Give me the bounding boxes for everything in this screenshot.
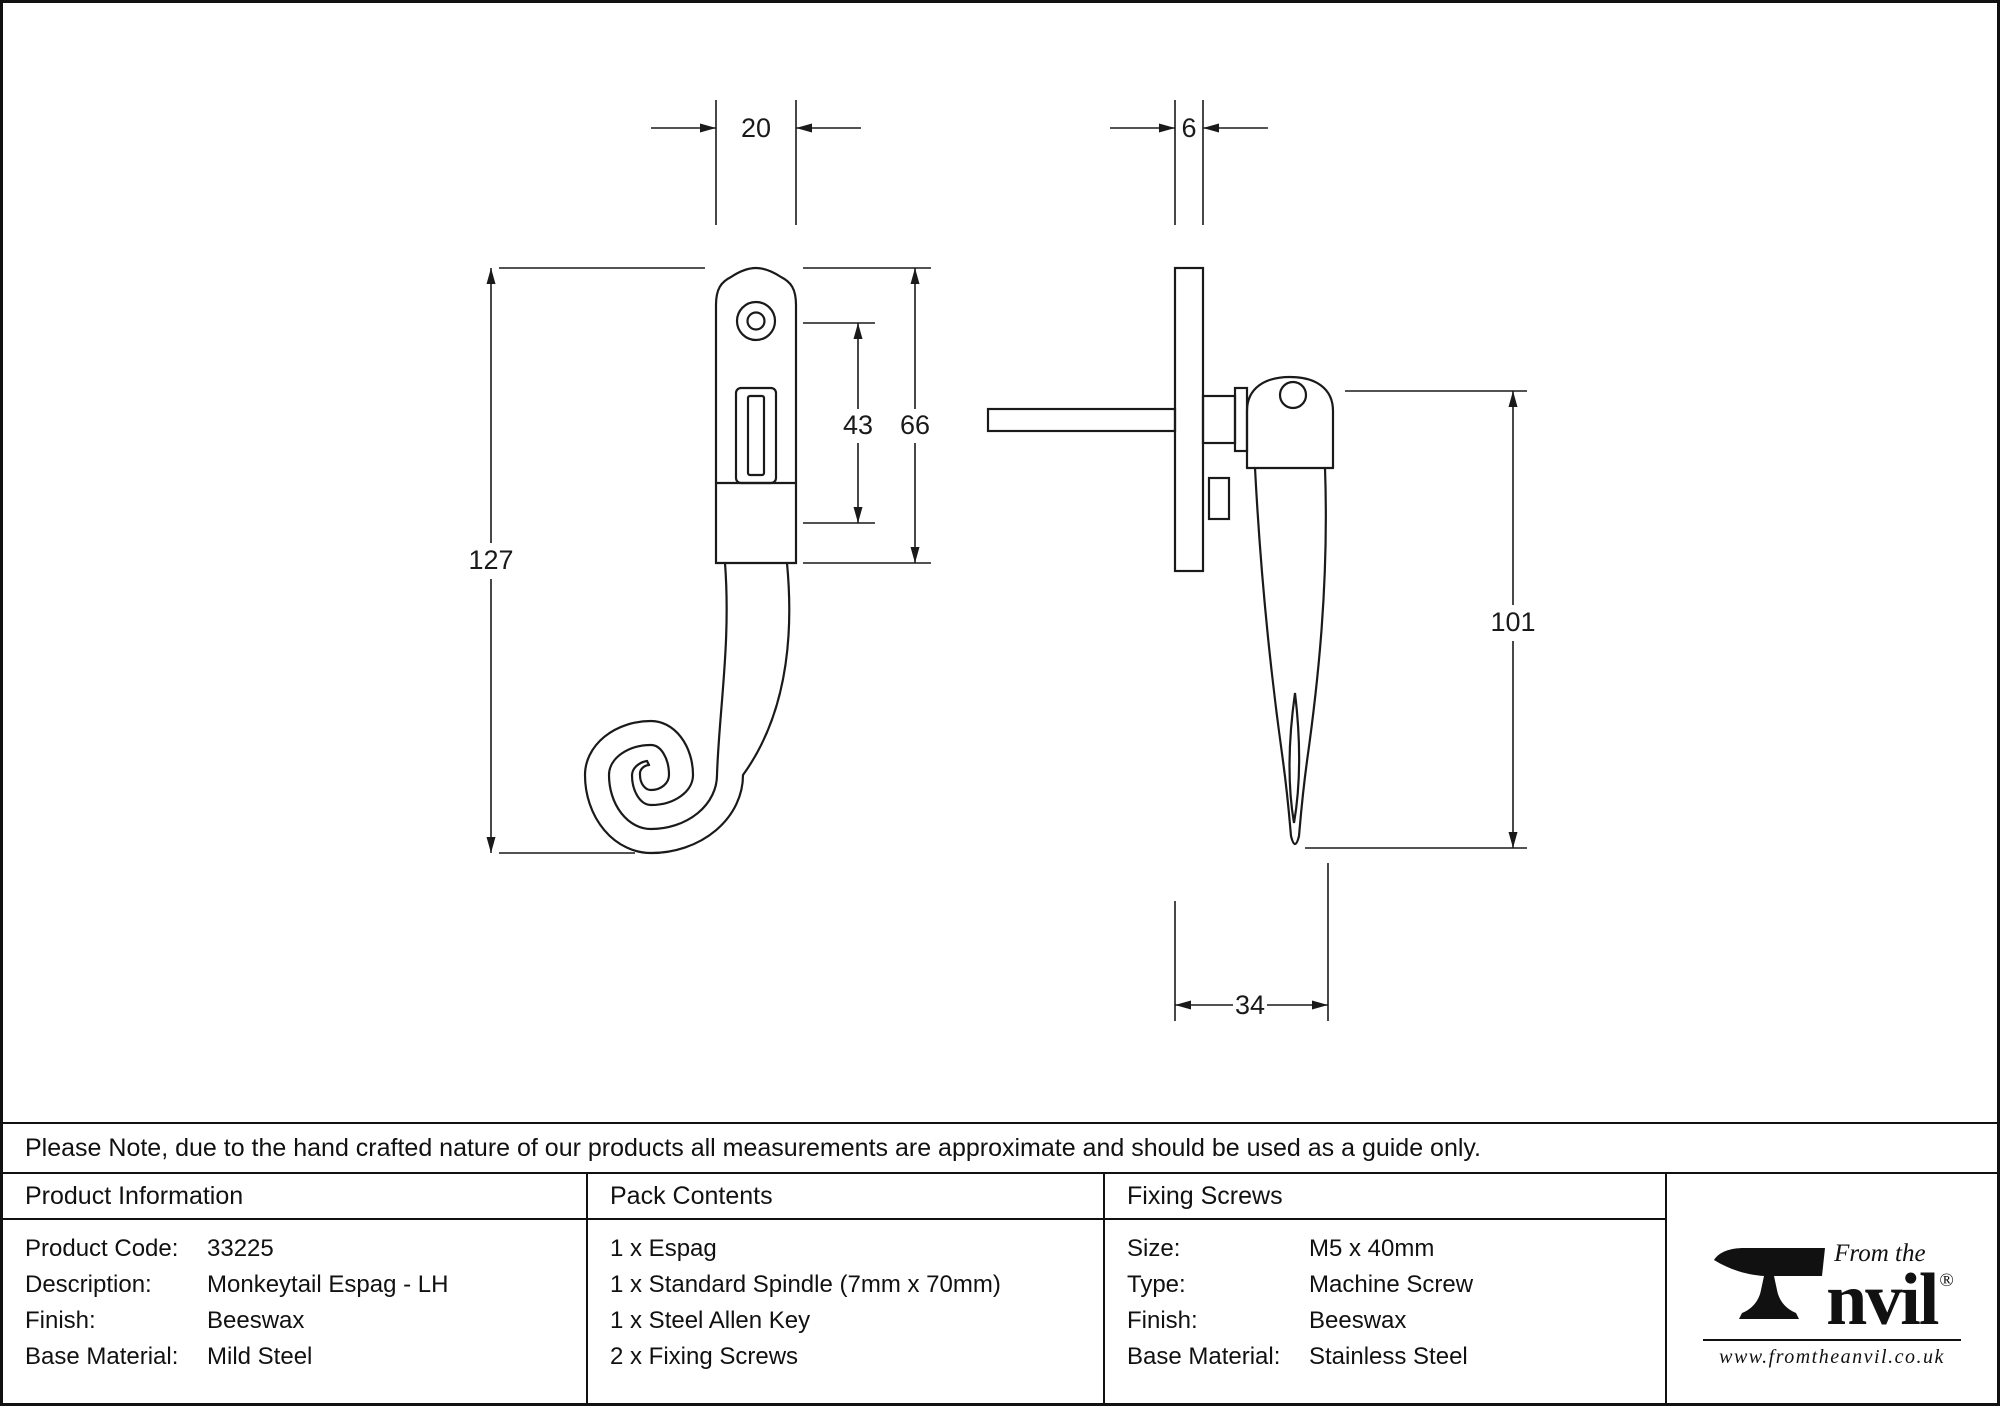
brand-cell: From the nvil ® www.fromtheanvil.co.uk bbox=[1667, 1174, 1997, 1403]
fixing-screws-header: Fixing Screws bbox=[1105, 1174, 1665, 1220]
note-text: Please Note, due to the hand crafted nat… bbox=[25, 1133, 1482, 1162]
row-label: Finish: bbox=[25, 1307, 96, 1334]
product-information-column: Product Information Product Code: 33225 … bbox=[3, 1174, 588, 1403]
logo-divider bbox=[1703, 1339, 1961, 1341]
list-item: 1 x Espag bbox=[610, 1235, 717, 1262]
row-value: Mild Steel bbox=[207, 1343, 313, 1370]
row-label: Base Material: bbox=[25, 1343, 179, 1370]
product-information-header: Product Information bbox=[3, 1174, 586, 1220]
pack-contents-header: Pack Contents bbox=[588, 1174, 1103, 1220]
pack-contents-body: 1 x Espag 1 x Standard Spindle (7mm x 70… bbox=[588, 1220, 1103, 1370]
logo-website-text: www.fromtheanvil.co.uk bbox=[1719, 1346, 1945, 1368]
table-row: Base Material: Stainless Steel bbox=[1127, 1344, 1665, 1370]
dim-projection-label: 34 bbox=[1235, 990, 1265, 1020]
row-value: Beeswax bbox=[207, 1307, 305, 1334]
row-label: Base Material: bbox=[1127, 1343, 1281, 1370]
row-value: Monkeytail Espag - LH bbox=[207, 1271, 449, 1298]
registered-trademark-icon: ® bbox=[1939, 1270, 1954, 1292]
dim-plate-width-label: 20 bbox=[741, 113, 771, 143]
table-row: Finish: Beeswax bbox=[25, 1308, 586, 1334]
from-the-anvil-logo: From the nvil ® www.fromtheanvil.co.uk bbox=[1703, 1238, 1961, 1369]
list-item: 1 x Steel Allen Key bbox=[610, 1307, 811, 1334]
row-label: Description: bbox=[25, 1271, 152, 1298]
logo-from-the-text: From the bbox=[1834, 1240, 1926, 1268]
front-view-drawing bbox=[583, 266, 798, 855]
row-label: Size: bbox=[1127, 1235, 1181, 1262]
table-row: Type: Machine Screw bbox=[1127, 1272, 1665, 1298]
anvil-icon bbox=[1710, 1238, 1828, 1331]
table-row: Product Code: 33225 bbox=[25, 1236, 586, 1262]
dim-slot-height-label: 43 bbox=[843, 410, 873, 440]
side-view-drawing bbox=[986, 266, 1335, 846]
logo-brand-text: nvil bbox=[1826, 1259, 1939, 1342]
spindle bbox=[986, 407, 1177, 433]
row-value: Stainless Steel bbox=[1309, 1343, 1468, 1370]
row-value: 33225 bbox=[207, 1235, 274, 1262]
table-row: Finish: Beeswax bbox=[1127, 1308, 1665, 1334]
dim-handle-height-label: 101 bbox=[1490, 607, 1535, 637]
table-row: Base Material: Mild Steel bbox=[25, 1344, 586, 1370]
list-item: 2 x Fixing Screws bbox=[610, 1343, 799, 1370]
fixing-screws-body: Size: M5 x 40mm Type: Machine Screw Fini… bbox=[1105, 1220, 1665, 1370]
pack-contents-column: Pack Contents 1 x Espag 1 x Standard Spi… bbox=[588, 1174, 1105, 1403]
list-item: 1 x Standard Spindle (7mm x 70mm) bbox=[610, 1271, 1001, 1298]
table-row: Description: Monkeytail Espag - LH bbox=[25, 1272, 586, 1298]
pivot-hole-icon bbox=[1278, 380, 1308, 410]
dimension-label-masks bbox=[462, 409, 1544, 641]
dim-overall-height-label: 127 bbox=[468, 545, 513, 575]
dimension-lines bbox=[490, 100, 1527, 1021]
fixing-screws-column: Fixing Screws Size: M5 x 40mm Type: Mach… bbox=[1105, 1174, 1667, 1403]
screw-hole-icon bbox=[735, 300, 777, 342]
spec-table: Product Information Product Code: 33225 … bbox=[3, 1174, 1997, 1403]
row-value: Machine Screw bbox=[1309, 1271, 1474, 1298]
table-row: Size: M5 x 40mm bbox=[1127, 1236, 1665, 1262]
dim-plate-height-label: 66 bbox=[900, 410, 930, 440]
measurement-note: Please Note, due to the hand crafted nat… bbox=[3, 1122, 1997, 1174]
row-value: M5 x 40mm bbox=[1309, 1235, 1435, 1262]
dimension-arrows bbox=[486, 123, 1518, 1010]
row-label: Product Code: bbox=[25, 1235, 179, 1262]
technical-drawing: 20 6 127 43 66 101 34 bbox=[462, 100, 1544, 1021]
row-label: Finish: bbox=[1127, 1307, 1198, 1334]
row-label: Type: bbox=[1127, 1271, 1186, 1298]
product-information-body: Product Code: 33225 Description: Monkeyt… bbox=[3, 1220, 586, 1370]
dimension-labels: 20 6 127 43 66 101 34 bbox=[468, 113, 1535, 1020]
row-value: Beeswax bbox=[1309, 1307, 1407, 1334]
dim-plate-thickness-label: 6 bbox=[1181, 113, 1196, 143]
